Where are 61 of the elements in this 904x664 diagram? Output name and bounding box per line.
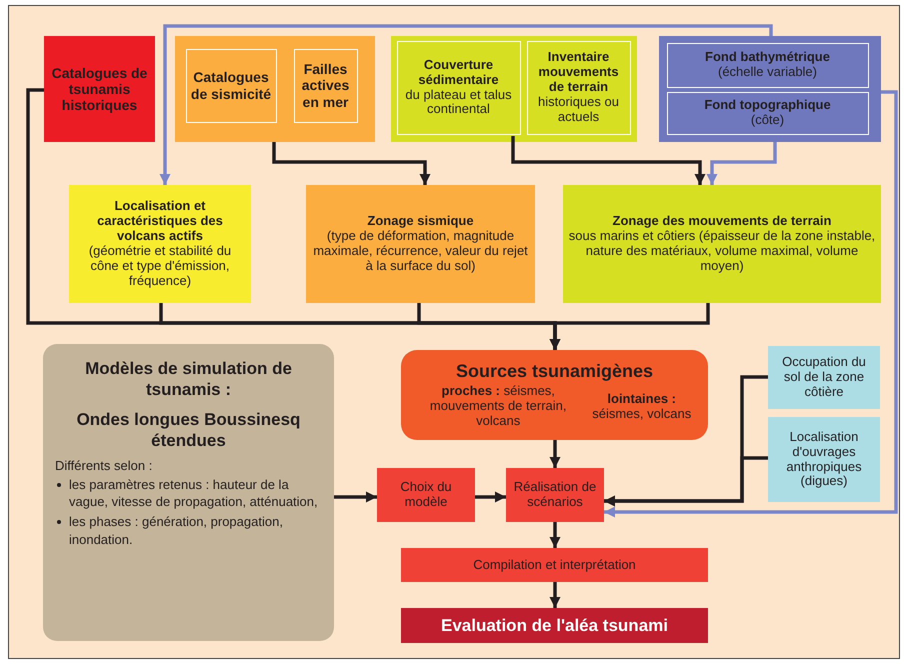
sediment-box <box>396 40 520 134</box>
description: lointaines : séismes, volcans <box>591 392 692 422</box>
description: (côte) <box>750 113 786 128</box>
connector-arrow <box>604 456 768 506</box>
description: du plateau et talus continental <box>404 88 513 118</box>
process-box <box>506 468 604 522</box>
process-box <box>377 468 475 522</box>
description: Choix du modèle <box>399 480 453 510</box>
catalog-box <box>186 48 276 122</box>
connector-arrow <box>475 492 506 502</box>
description: Compilation et interprétation <box>472 558 637 572</box>
connector-arrow <box>160 24 773 185</box>
simulation-models-panel <box>43 344 334 641</box>
description: Localisation d'ouvrages anthropiques (digues) <box>785 430 863 490</box>
topography-box <box>666 92 868 134</box>
fault-box <box>294 48 358 122</box>
catalog-box <box>44 36 155 142</box>
heading: Fond bathymétrique <box>704 50 831 65</box>
data-group-panel <box>175 36 375 142</box>
connector-arrow <box>550 303 710 350</box>
input-box <box>768 346 880 409</box>
connector-arrow <box>706 142 777 185</box>
heading: Catalogues de tsunamis historiques <box>50 64 148 114</box>
sources-box <box>401 350 708 440</box>
connector-arrow <box>272 142 430 185</box>
description: sous marins et côtiers (épaisseur de la zone instable, nature des matériaux, volume maximal, volume moyen) <box>568 229 876 274</box>
connector-arrow <box>550 522 560 548</box>
connector-arrow <box>550 440 560 468</box>
heading: Fond topographique <box>703 98 832 113</box>
inventory-box <box>526 40 630 134</box>
volcano-box <box>69 185 251 303</box>
input-box <box>768 417 880 502</box>
heading: Modèles de simulation de tsunamis : <box>84 358 293 400</box>
description: Occupation du sol de la zone côtière <box>781 355 867 400</box>
connector-arrow <box>604 90 898 518</box>
heading: Ondes longues Boussinesq étendues <box>76 408 302 451</box>
bathymetry-box <box>666 42 868 88</box>
description: (géométrie et stabilité du cône et type d'émission, fréquence) <box>88 244 232 289</box>
result-box <box>401 608 708 643</box>
seismic-zoning-box <box>306 185 535 303</box>
data-group-panel <box>391 36 637 142</box>
landslide-zoning-box <box>563 185 881 303</box>
heading: Sources tsunamigènes <box>454 360 654 382</box>
heading: Zonage sismique <box>366 214 475 230</box>
connector-arrow <box>511 136 706 185</box>
list-item-text: les phases : génération, propagation, inondation. <box>69 513 284 548</box>
heading: Localisation et caractéristiques des volcans actifs <box>96 199 224 244</box>
description: Réalisation de scénarios <box>512 480 598 510</box>
description: (type de déformation, magnitude maximale, récurrence, valeur du rejet à la surface du sol) <box>312 229 529 274</box>
heading: Failles actives en mer <box>300 61 350 110</box>
data-group-panel <box>659 36 881 142</box>
connector-arrow <box>550 582 560 608</box>
description: (échelle variable) <box>717 65 818 80</box>
connector-arrow <box>334 492 377 502</box>
description: Différents selon : <box>55 459 154 474</box>
process-box <box>401 548 708 582</box>
description: Evaluation de l'aléa tsunami <box>440 616 669 636</box>
description: historiques ou actuels <box>537 94 620 125</box>
heading: Catalogues de sismicité <box>190 69 272 102</box>
description: proches : séismes, mouvements de terrain, volcans <box>428 384 568 430</box>
heading: Zonage des mouvements de terrain <box>612 214 832 230</box>
